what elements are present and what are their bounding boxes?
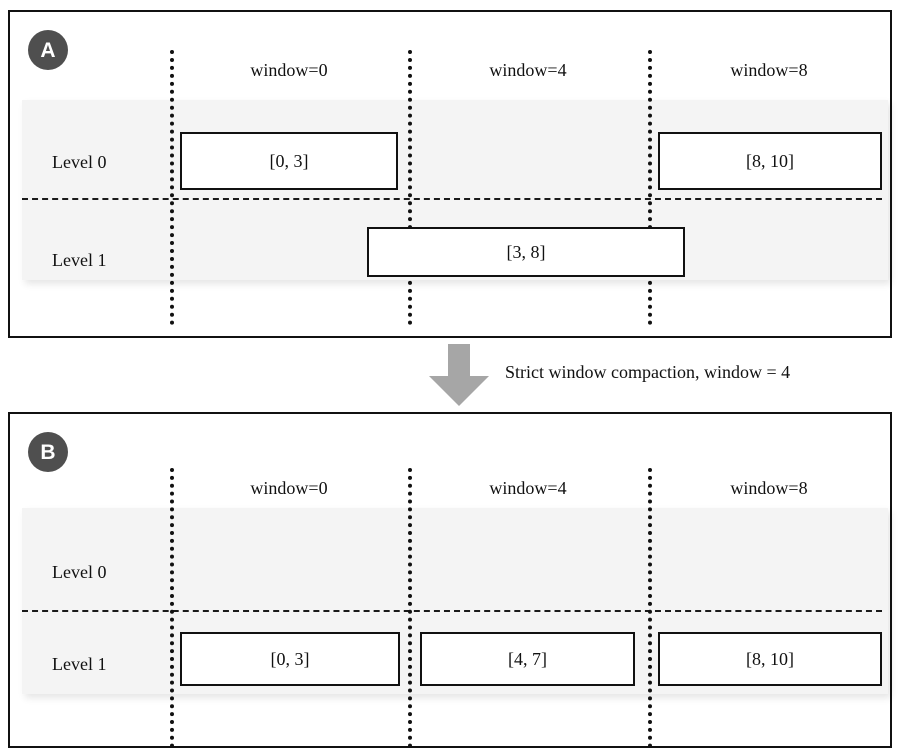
run-box: [8, 10]	[658, 632, 882, 686]
window-header-0: window=0	[250, 60, 328, 80]
panel-b-level-divider	[22, 610, 882, 612]
arrow-down-icon	[429, 344, 489, 406]
run-box: [0, 3]	[180, 632, 400, 686]
run-box: [3, 8]	[367, 227, 685, 277]
window-header-0: window=0	[250, 478, 328, 498]
window-header-1: window=4	[489, 60, 567, 80]
window-header-1: window=4	[489, 478, 567, 498]
panel-a-level-divider	[22, 198, 882, 200]
transition-region: Strict window compaction, window = 4	[0, 338, 906, 412]
window-header-2: window=8	[730, 478, 808, 498]
window-separator-2	[648, 50, 652, 325]
run-box: [0, 3]	[180, 132, 398, 190]
level-label-b-0: Level 0	[52, 562, 107, 582]
level-label-a-0: Level 0	[52, 152, 107, 172]
transition-caption: Strict window compaction, window = 4	[505, 362, 791, 382]
window-separator-1	[408, 50, 412, 325]
window-separator-0	[170, 468, 174, 748]
run-box: [8, 10]	[658, 132, 882, 190]
level-label-b-1: Level 1	[52, 654, 107, 674]
level-label-a-1: Level 1	[52, 250, 107, 270]
run-box: [4, 7]	[420, 632, 635, 686]
window-separator-0	[170, 50, 174, 325]
window-separator-2	[648, 468, 652, 748]
panel-a-badge: A	[28, 30, 68, 70]
window-separator-1	[408, 468, 412, 748]
window-header-2: window=8	[730, 60, 808, 80]
panel-b-badge: B	[28, 432, 68, 472]
